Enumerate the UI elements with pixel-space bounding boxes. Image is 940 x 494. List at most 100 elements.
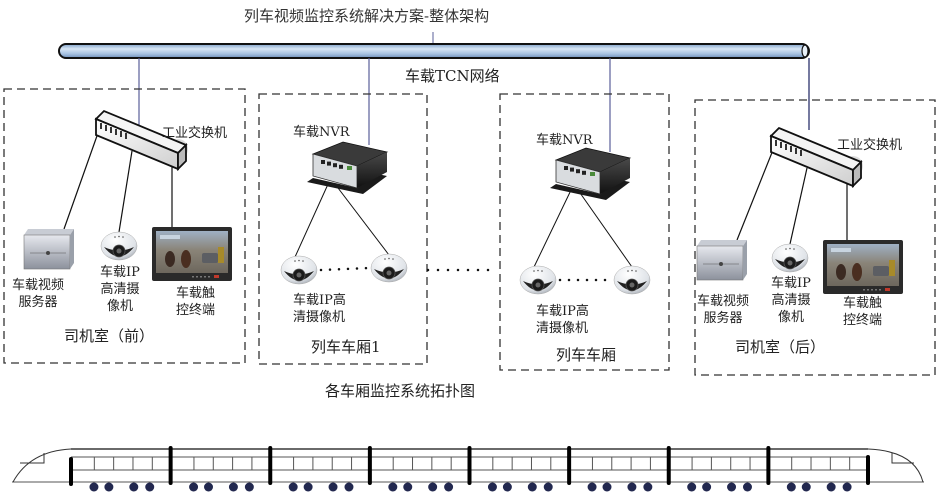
monitor-label: 车载触控终端 [843, 295, 882, 329]
monitor-label-line: 控终端 [843, 313, 883, 328]
video-server-icon [23, 229, 74, 270]
train-wheel [742, 482, 752, 492]
zone-box-cab-rear [694, 99, 936, 376]
monitor-label-line: 车载触 [843, 296, 883, 311]
switch-label-line: 工业交换机 [162, 126, 228, 141]
link-switch-server [63, 132, 99, 230]
train-wheel [826, 482, 836, 492]
train-nose-front [12, 448, 72, 483]
zone-caption-line: 司机室（后） [735, 338, 826, 356]
zone-caption-line: 列车车厢 [556, 346, 617, 364]
zone-box-cab-front [3, 88, 246, 364]
dome-camera-icon [519, 265, 557, 295]
camera-chain-dots [319, 266, 371, 272]
train-car [567, 446, 653, 492]
switch-label-line: 工业交换机 [837, 138, 903, 153]
zone-car-n: 车载NVR 车载IP高清摄像机列车车厢 [500, 94, 669, 370]
nvr-label-line: 车载NVR [536, 133, 593, 148]
train-wheel [502, 482, 512, 492]
nvr-label: 车载NVR [293, 124, 350, 141]
zone-caption: 司机室（前） [64, 327, 154, 346]
train-wheel [702, 482, 712, 492]
monitor-label-line: 车载触 [176, 286, 216, 301]
train-wheel [842, 482, 852, 492]
server-label-line: 服务器 [703, 311, 743, 326]
nvr-recorder-icon [307, 141, 389, 194]
train-car [89, 457, 155, 492]
camera-label-line: 车载IP [100, 265, 140, 280]
zone-caption: 列车车厢 [556, 346, 616, 365]
train-car [268, 446, 354, 492]
train-wheel [487, 482, 497, 492]
zone-caption: 列车车厢1 [311, 338, 381, 357]
nvr-label: 车载NVR [536, 132, 593, 149]
camera-label: 车载IP高清摄像机 [293, 292, 346, 326]
train-wheel [444, 482, 454, 492]
link-switch-camera [789, 167, 808, 245]
zone-graphics [696, 126, 903, 294]
train-wheel [527, 482, 537, 492]
train-wheel [288, 482, 298, 492]
train-wheel [145, 482, 155, 492]
dome-camera-icon [100, 231, 138, 261]
camera-label: 车载IP高清摄像机 [536, 303, 589, 337]
train-wheel [104, 482, 114, 492]
train-nose-rear [867, 448, 924, 483]
switch-label: 工业交换机 [837, 137, 902, 154]
train-wheel [388, 482, 398, 492]
train-wheel [687, 482, 697, 492]
train-wheel [129, 482, 139, 492]
dome-camera-icon [280, 255, 318, 285]
train-wheel [189, 482, 199, 492]
dome-camera-icon [771, 243, 809, 273]
nvr-recorder-icon [550, 147, 632, 200]
link-nvr-camera-2 [577, 189, 633, 268]
camera-label-line: 高清摄 [771, 293, 811, 308]
link-switch-camera [118, 150, 133, 233]
camera-label-line: 清摄像机 [536, 321, 589, 336]
link-nvr-camera-2 [334, 183, 390, 256]
train-wheel [228, 482, 238, 492]
zone-graphics [23, 109, 232, 281]
train-car [666, 446, 752, 492]
train-wheel [786, 482, 796, 492]
touch-monitor-icon [152, 227, 232, 281]
camera-label-line: 车载IP高 [293, 293, 346, 308]
train-wheel [244, 482, 254, 492]
train-wheel [602, 482, 612, 492]
server-label: 车载视频服务器 [12, 277, 64, 311]
link-switch-server [736, 149, 774, 241]
server-label-line: 服务器 [18, 295, 58, 310]
train-wheel [204, 482, 214, 492]
train-wheel [643, 482, 653, 492]
topology-caption: 各车厢监控系统拓扑图 [325, 382, 476, 400]
dome-camera-icon [613, 265, 651, 295]
monitor-label-line: 控终端 [176, 303, 216, 318]
train-wheel [328, 482, 338, 492]
server-label-line: 车载视频 [697, 294, 750, 309]
camera-label-line: 高清摄 [100, 282, 140, 297]
train-car [168, 446, 254, 492]
monitor-label: 车载触控终端 [176, 285, 215, 319]
server-label-line: 车载视频 [12, 278, 65, 293]
server-label: 车载视频服务器 [697, 293, 749, 327]
switch-label: 工业交换机 [162, 125, 227, 142]
zone-caption-line: 司机室（前） [64, 327, 155, 345]
train-wheel [627, 482, 637, 492]
zone-car-1: 车载NVR 车载IP高清摄像机列车车厢1 [259, 94, 427, 364]
train-wheel [89, 482, 99, 492]
train-wheel [403, 482, 413, 492]
camera-label-line: 车载IP [771, 276, 811, 291]
train-wheel [303, 482, 313, 492]
train-wheel [543, 482, 553, 492]
train-wheel [344, 482, 354, 492]
train-car [766, 446, 852, 492]
train-wheel [428, 482, 438, 492]
train-car [467, 446, 553, 492]
industrial-switch-icon [94, 109, 188, 172]
